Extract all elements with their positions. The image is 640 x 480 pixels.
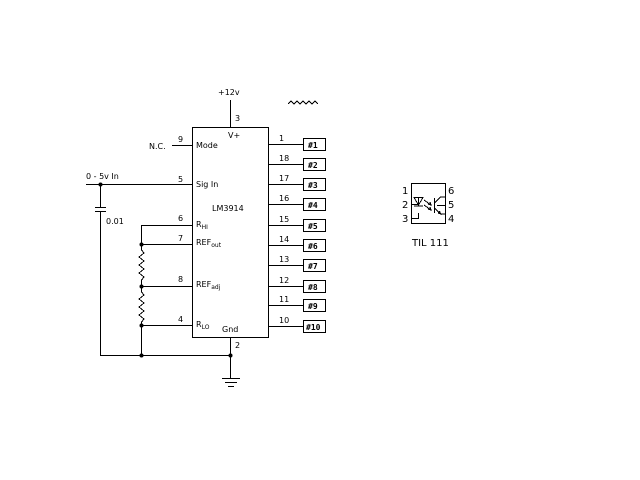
nc-label: N.C. bbox=[149, 142, 166, 151]
opto-pin-5: 5 bbox=[448, 200, 454, 211]
output-led-box-8 bbox=[303, 280, 326, 293]
output-led-label-1: #1 bbox=[308, 141, 318, 150]
ic-pin-number-sig: 5 bbox=[178, 175, 183, 184]
ic-pin-label-sig-in: Sig In bbox=[196, 180, 218, 189]
ic-pin-label-rhi: RHI bbox=[196, 220, 208, 231]
ic-pin-number-vplus: 3 bbox=[235, 114, 240, 123]
ic-pin-label-mode: Mode bbox=[196, 141, 218, 150]
ic-lm3914-body bbox=[192, 127, 269, 338]
output-led-box-5 bbox=[303, 219, 326, 232]
output-pin-2: 18 bbox=[279, 154, 289, 163]
output-led-label-7: #7 bbox=[308, 262, 318, 271]
output-led-box-7 bbox=[303, 259, 326, 272]
ic-pin-label-gnd: Gnd bbox=[222, 325, 238, 334]
output-pin-1: 1 bbox=[279, 134, 284, 143]
optocoupler-til111: 1 2 3 6 5 4 TIL 111 bbox=[402, 183, 454, 249]
ac-squiggle-symbol bbox=[287, 100, 319, 105]
output-led-box-3 bbox=[303, 178, 326, 191]
resistor-2 bbox=[138, 287, 145, 326]
gnd-junction-ic bbox=[228, 353, 233, 358]
refadj-sub: adj bbox=[211, 284, 220, 291]
output-led-label-10: #10 bbox=[306, 323, 321, 332]
opto-led-icon bbox=[413, 197, 424, 207]
refout-junction bbox=[139, 242, 144, 247]
supply-label: +12v bbox=[218, 88, 240, 97]
ic-pin-label-vplus: V+ bbox=[228, 131, 240, 140]
ic-pin-label-rlo: RLO bbox=[196, 320, 210, 331]
opto-pin-3: 3 bbox=[402, 214, 408, 225]
output-led-label-6: #6 bbox=[308, 242, 318, 251]
ic-pin-number-refout: 7 bbox=[178, 234, 183, 243]
ic-pin-label-refout: REFout bbox=[196, 238, 222, 249]
rhi-main: R bbox=[196, 220, 202, 229]
output-led-box-10 bbox=[303, 320, 326, 333]
output-led-label-4: #4 bbox=[308, 201, 318, 210]
opto-pin-6: 6 bbox=[448, 186, 454, 197]
ic-pin-number-rlo: 4 bbox=[178, 315, 183, 324]
output-led-label-3: #3 bbox=[308, 181, 318, 190]
refadj-main: REF bbox=[196, 280, 212, 289]
opto-phototransistor-icon bbox=[434, 196, 445, 215]
opto-pin-4: 4 bbox=[448, 214, 454, 225]
output-led-box-9 bbox=[303, 299, 326, 312]
opto-pin-2: 2 bbox=[402, 200, 408, 211]
output-led-box-1 bbox=[303, 138, 326, 151]
rlo-main: R bbox=[196, 320, 202, 329]
output-group: 1 #1 18 #2 17 #3 16 #4 15 #5 14 #6 13 #7… bbox=[268, 134, 326, 333]
output-led-label-5: #5 bbox=[308, 222, 318, 231]
ic-name: LM3914 bbox=[212, 204, 244, 213]
ic-pin-number-mode: 9 bbox=[178, 135, 183, 144]
output-pin-6: 14 bbox=[279, 235, 289, 244]
output-led-box-4 bbox=[303, 198, 326, 211]
output-pin-3: 17 bbox=[279, 174, 289, 183]
rhi-sub: HI bbox=[202, 224, 209, 231]
input-label: 0 - 5v In bbox=[86, 172, 119, 181]
output-pin-5: 15 bbox=[279, 215, 289, 224]
output-pin-9: 11 bbox=[279, 295, 289, 304]
ic-pin-number-rhi: 6 bbox=[178, 214, 183, 223]
refout-main: REF bbox=[196, 238, 212, 247]
output-led-label-8: #8 bbox=[308, 283, 318, 292]
output-led-label-9: #9 bbox=[308, 302, 318, 311]
opto-light-arrows-icon bbox=[423, 199, 432, 211]
output-pin-10: 10 bbox=[279, 316, 289, 325]
refadj-junction bbox=[139, 284, 144, 289]
opto-pin-1: 1 bbox=[402, 186, 408, 197]
resistor-1 bbox=[138, 249, 145, 287]
ic-pin-number-gnd: 2 bbox=[235, 341, 240, 350]
output-pin-4: 16 bbox=[279, 194, 289, 203]
output-led-label-2: #2 bbox=[308, 161, 318, 170]
ic-pin-number-refadj: 8 bbox=[178, 275, 183, 284]
cap-label: 0.01 bbox=[106, 217, 124, 226]
gnd-junction-rlo bbox=[139, 353, 144, 358]
rlo-sub: LO bbox=[202, 324, 210, 331]
rlo-junction bbox=[139, 323, 144, 328]
output-led-box-6 bbox=[303, 239, 326, 252]
refout-sub: out bbox=[211, 242, 221, 249]
output-pin-8: 12 bbox=[279, 276, 289, 285]
optocoupler-name: TIL 111 bbox=[411, 238, 449, 249]
ic-pin-label-refadj: REFadj bbox=[196, 280, 221, 291]
output-pin-7: 13 bbox=[279, 255, 289, 264]
output-led-box-2 bbox=[303, 158, 326, 171]
